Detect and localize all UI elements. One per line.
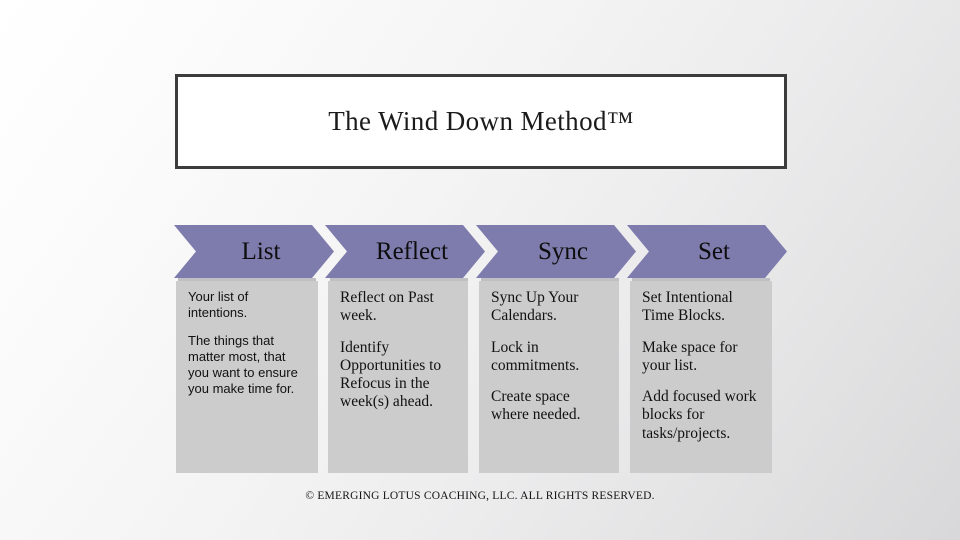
step-paragraph: Reflect on Past week. [340, 289, 434, 325]
step-paragraph: Lock in commitments. [491, 338, 580, 374]
copyright-footer: © EMERGING LOTUS COACHING, LLC. ALL RIGH… [305, 490, 655, 502]
chevron-shadow-4 [632, 278, 770, 283]
step-chevron-list[interactable]: List [174, 225, 334, 278]
step-label-set: Set [698, 237, 730, 265]
title-box: The Wind Down Method™ [175, 74, 787, 169]
chevron-shadow-3 [481, 278, 619, 283]
step-label-list: List [241, 237, 281, 265]
chevron-shadow-1 [178, 278, 316, 283]
chevron-shadow-2 [330, 278, 468, 283]
step-paragraph: Create space where needed. [491, 388, 581, 424]
step-panel-sync: Sync Up Your Calendars. Lock in commitme… [479, 281, 619, 473]
page-title: The Wind Down Method™ [328, 106, 634, 136]
step-label-reflect: Reflect [375, 237, 449, 265]
step-chevron-reflect[interactable]: Reflect [325, 225, 485, 278]
step-paragraph: Your list of intentions. [188, 289, 249, 320]
step-paragraph: Identify Opportunities to Refocus in the… [340, 338, 442, 411]
step-label-sync: Sync [538, 237, 588, 265]
step-chevron-sync[interactable]: Sync [476, 225, 636, 278]
step-panel-list: Your list of intentions. The things that… [176, 281, 318, 473]
step-paragraph: Add focused work blocks for tasks/projec… [642, 388, 757, 442]
step-chevron-set[interactable]: Set [627, 225, 787, 278]
step-paragraph: Set Intentional Time Blocks. [642, 289, 733, 325]
step-panel-set: Set Intentional Time Blocks. Make space … [630, 281, 772, 473]
step-paragraph: The things that matter most, that you wa… [188, 333, 298, 396]
step-paragraph: Make space for your list. [642, 338, 738, 374]
step-paragraph: Sync Up Your Calendars. [491, 289, 579, 325]
step-panel-reflect: Reflect on Past week. Identify Opportuni… [328, 281, 468, 473]
